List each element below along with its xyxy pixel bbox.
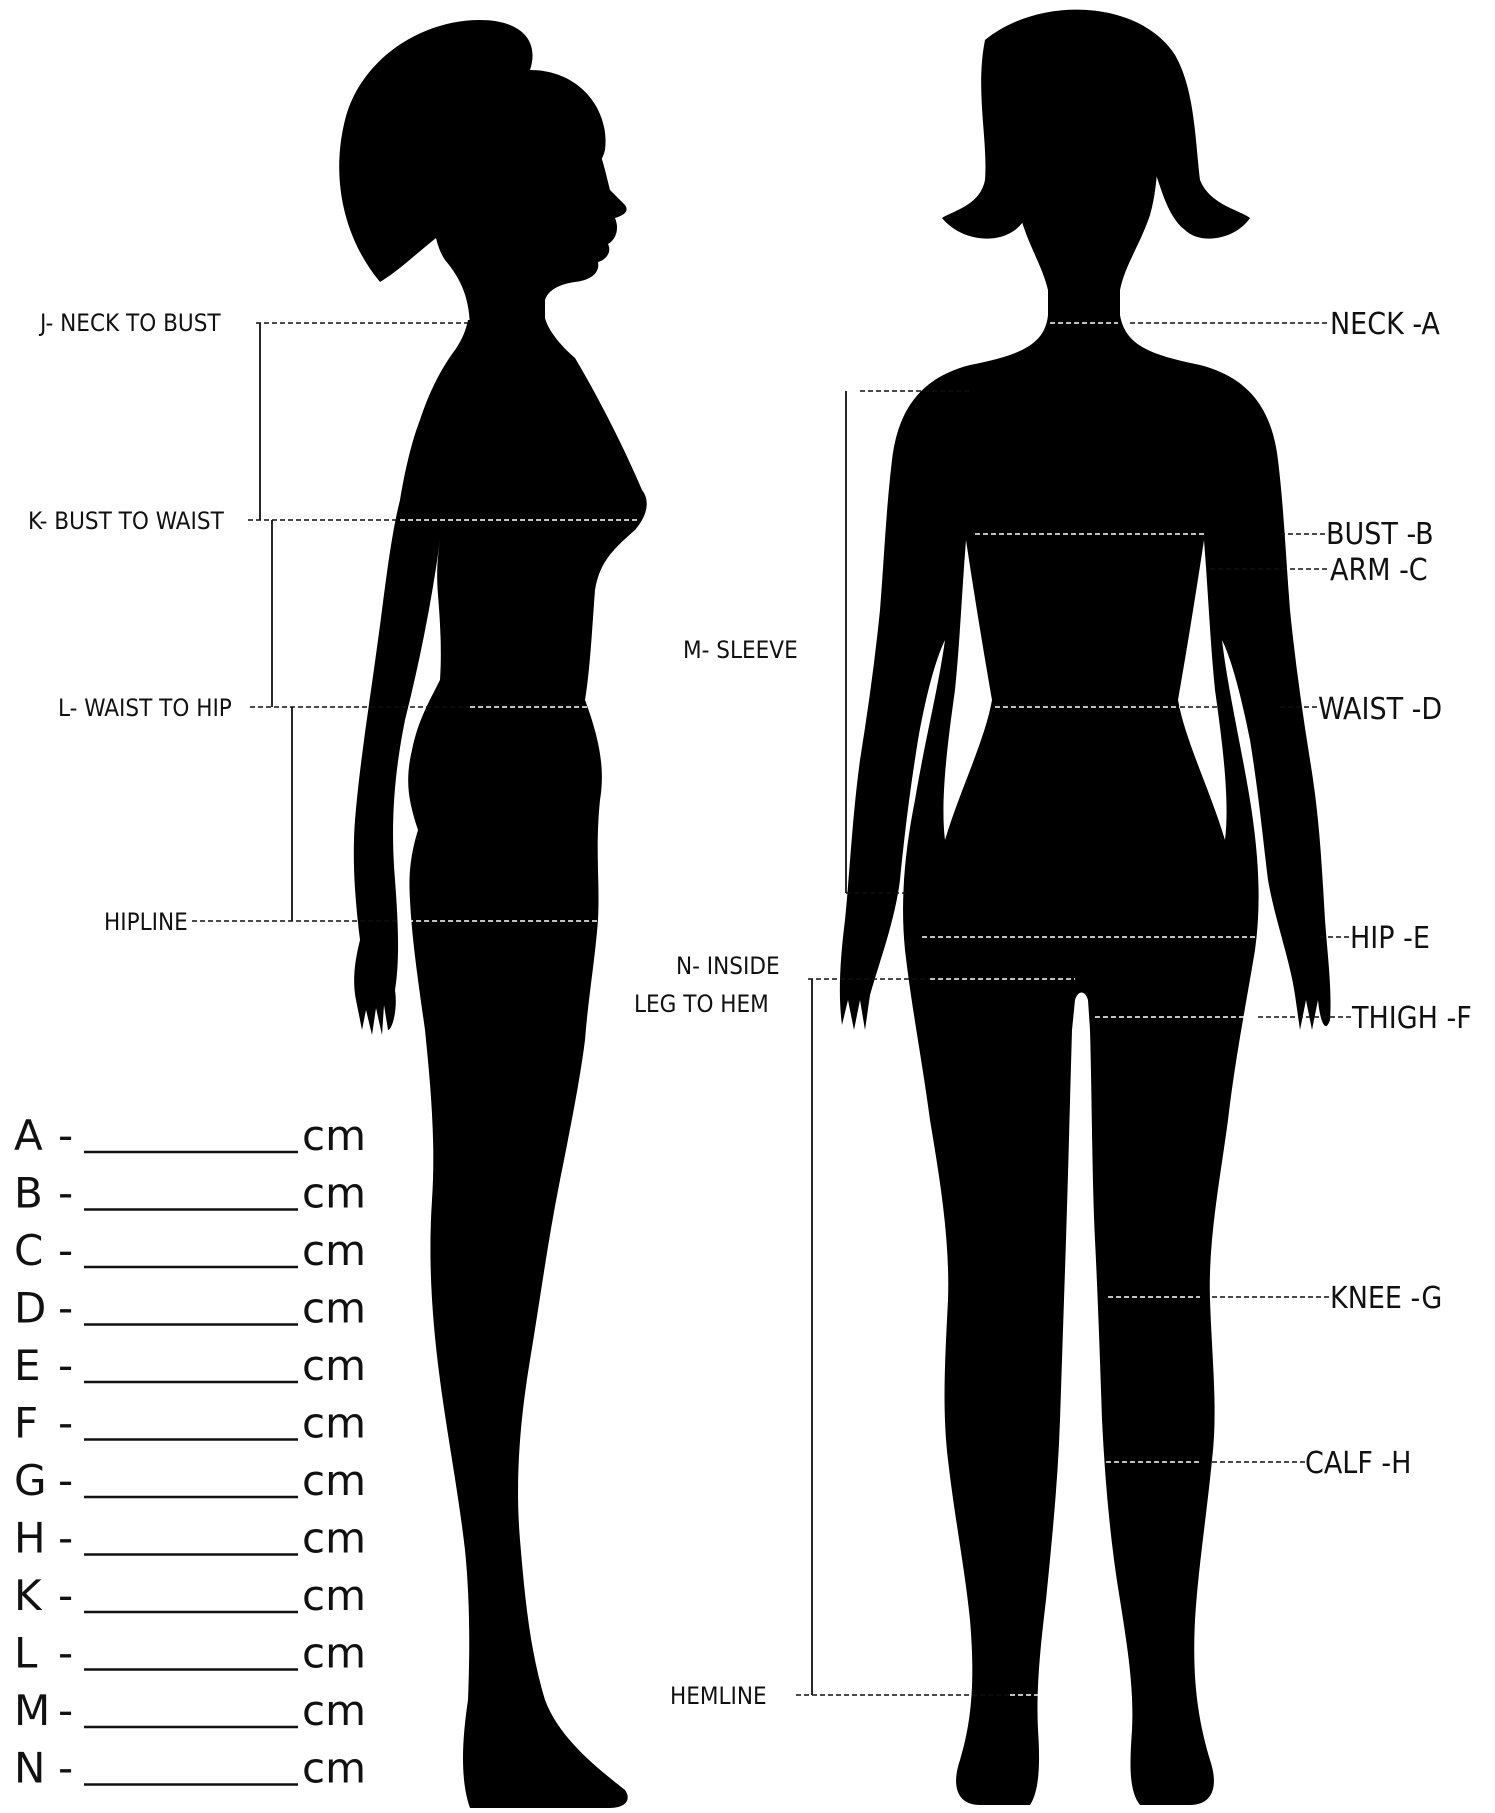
measurement-letter: K — [14, 1571, 43, 1620]
measurement-unit: cm — [302, 1226, 366, 1275]
measurement-letter: F — [14, 1399, 38, 1448]
measurement-field-n[interactable]: N- cm — [14, 1744, 366, 1793]
label-neck-to-bust: J- NECK TO BUST — [38, 309, 221, 337]
measurement-letter: D — [14, 1284, 46, 1333]
front-body — [840, 315, 1331, 1805]
label-bust-b: BUST -B — [1326, 517, 1434, 552]
measurement-unit: cm — [302, 1341, 366, 1390]
measurement-unit: cm — [302, 1744, 366, 1793]
front-view-silhouette — [840, 10, 1331, 1805]
measurement-letter: C — [14, 1226, 43, 1275]
measurement-unit: cm — [302, 1686, 366, 1735]
measurement-dash: - — [58, 1744, 73, 1793]
measurement-unit: cm — [302, 1514, 366, 1563]
label-inside-leg-line2: LEG TO HEM — [634, 990, 769, 1018]
label-hipline: HIPLINE — [104, 908, 188, 936]
measurement-dash: - — [58, 1341, 73, 1390]
label-neck-a: NECK -A — [1330, 307, 1440, 342]
measurement-field-list: A-cmB-cmC-cmD-cmE-cmF-cmG-cmH-cmK-cmL-cm… — [14, 1111, 366, 1793]
label-arm-c: ARM -C — [1330, 553, 1428, 588]
measurement-field-g[interactable]: G- cm — [14, 1456, 366, 1505]
measurement-field-k[interactable]: K- cm — [14, 1571, 366, 1620]
measurement-field-h[interactable]: H- cm — [14, 1514, 366, 1563]
label-hemline: HEMLINE — [670, 1682, 767, 1710]
measurement-unit: cm — [302, 1111, 366, 1160]
label-waist-to-hip: L- WAIST TO HIP — [58, 694, 232, 722]
measurement-letter: G — [14, 1456, 47, 1505]
label-calf-h: CALF -H — [1305, 1446, 1411, 1481]
measurement-field-b[interactable]: B- cm — [14, 1169, 366, 1218]
label-waist-d: WAIST -D — [1318, 692, 1442, 727]
label-hip-e: HIP -E — [1350, 921, 1430, 956]
measurement-letter: M — [14, 1686, 50, 1735]
measurement-dash: - — [58, 1111, 73, 1160]
side-body — [354, 318, 647, 1808]
measurement-unit: cm — [302, 1399, 366, 1448]
measurement-dash: - — [58, 1169, 73, 1218]
front-head — [1017, 76, 1158, 320]
measurement-field-f[interactable]: F- cm — [14, 1399, 366, 1448]
measurement-dash: - — [58, 1226, 73, 1275]
side-view-silhouette — [339, 20, 647, 1808]
measurement-unit: cm — [302, 1284, 366, 1333]
measurement-letter: N — [14, 1744, 45, 1793]
measurement-dash: - — [58, 1571, 73, 1620]
measurement-unit: cm — [302, 1629, 366, 1678]
label-inside-leg-line1: N- INSIDE — [676, 952, 780, 980]
measurement-field-e[interactable]: E- cm — [14, 1341, 366, 1390]
label-sleeve-m: M- SLEEVE — [683, 636, 798, 664]
measurement-letter: L — [14, 1629, 38, 1678]
measurement-letter: A — [14, 1111, 43, 1160]
measurement-dash: - — [58, 1456, 73, 1505]
measurement-field-c[interactable]: C- cm — [14, 1226, 366, 1275]
measurement-dash: - — [58, 1686, 73, 1735]
measurement-dash: - — [58, 1629, 73, 1678]
measurement-field-m[interactable]: M- cm — [14, 1686, 366, 1735]
measurement-letter: B — [14, 1169, 43, 1218]
label-bust-to-waist: K- BUST TO WAIST — [28, 507, 225, 535]
measurement-field-l[interactable]: L- cm — [14, 1629, 366, 1678]
measurement-letter: H — [14, 1514, 46, 1563]
measurement-letter: E — [14, 1341, 41, 1390]
measurement-unit: cm — [302, 1169, 366, 1218]
measurement-dash: - — [58, 1284, 73, 1333]
measurement-dash: - — [58, 1399, 73, 1448]
measurement-field-a[interactable]: A- cm — [14, 1111, 366, 1160]
measurement-field-d[interactable]: D- cm — [14, 1284, 366, 1333]
label-knee-g: KNEE -G — [1330, 1281, 1442, 1316]
measurement-unit: cm — [302, 1571, 366, 1620]
measurement-unit: cm — [302, 1456, 366, 1505]
label-thigh-f: THIGH -F — [1351, 1001, 1472, 1036]
measurement-dash: - — [58, 1514, 73, 1563]
